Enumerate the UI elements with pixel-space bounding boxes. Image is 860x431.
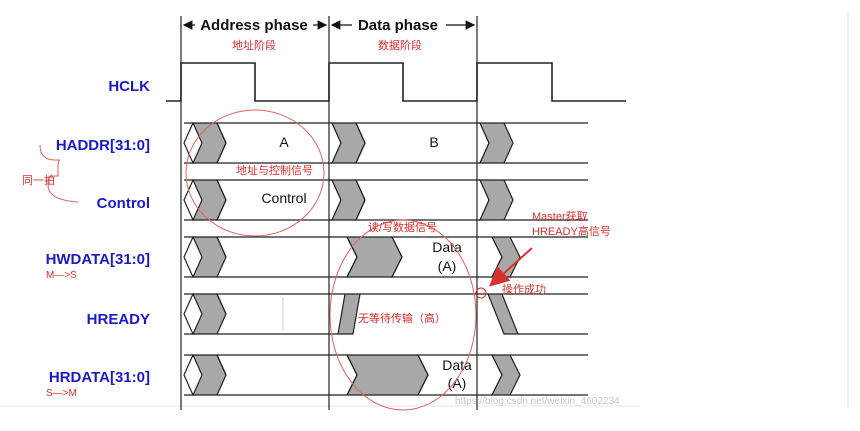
hrdata-value-tag: (A) bbox=[448, 375, 467, 391]
hwdata-value-data: Data bbox=[432, 239, 462, 255]
haddr-signal-label: HADDR[31:0] bbox=[56, 137, 150, 154]
hwdata-waveform bbox=[183, 236, 588, 278]
hwdata-direction-label: M—>S bbox=[46, 270, 77, 281]
rw-data-annotation: 读/写数据信号 bbox=[368, 220, 437, 234]
control-value: Control bbox=[261, 190, 306, 206]
watermark-url: https://blog.csdn.net/weixin_4602234 bbox=[455, 396, 620, 407]
data-phase-highlight-ellipse bbox=[329, 219, 477, 411]
op-success-annotation: 操作成功 bbox=[502, 282, 546, 296]
hclk-waveform bbox=[166, 62, 626, 102]
addr-ctrl-highlight-ellipse bbox=[185, 109, 325, 237]
hready-waveform bbox=[183, 293, 588, 335]
control-signal-label: Control bbox=[97, 195, 150, 212]
address-phase-label: Address phase bbox=[200, 17, 308, 34]
hrdata-value-data: Data bbox=[442, 357, 472, 373]
addr-ctrl-annotation: 地址与控制信号 bbox=[236, 163, 313, 177]
hready-signal-label: HREADY bbox=[87, 311, 150, 328]
hready-sample-arrow bbox=[489, 247, 533, 287]
address-phase-marker: Address phase 地址阶段 bbox=[182, 17, 328, 52]
haddr-waveform bbox=[183, 122, 588, 164]
hrdata-waveform bbox=[183, 354, 588, 396]
hwdata-signal-label: HWDATA[31:0] bbox=[46, 251, 150, 268]
address-phase-sublabel: 地址阶段 bbox=[232, 38, 276, 52]
data-phase-sublabel: 数据阶段 bbox=[378, 38, 422, 52]
haddr-value-a: A bbox=[279, 134, 289, 150]
data-phase-label: Data phase bbox=[358, 17, 438, 34]
master-get-annotation-line2: HREADY高信号 bbox=[532, 224, 611, 238]
data-phase-marker: Data phase 数据阶段 bbox=[330, 17, 476, 52]
same-beat-annotation: 同一拍 bbox=[22, 173, 55, 187]
haddr-value-b: B bbox=[429, 134, 438, 150]
control-waveform bbox=[183, 179, 588, 221]
master-get-annotation-line1: Master获取 bbox=[532, 210, 588, 223]
hready-sample-circle bbox=[475, 287, 487, 299]
no-wait-annotation: 无等待传输（高） bbox=[358, 311, 446, 325]
hrdata-signal-label: HRDATA[31:0] bbox=[49, 369, 150, 386]
same-beat-brace bbox=[39, 144, 79, 203]
hwdata-value-tag: (A) bbox=[438, 258, 457, 274]
hrdata-direction-label: S—>M bbox=[46, 388, 77, 399]
hclk-signal-label: HCLK bbox=[108, 78, 150, 95]
